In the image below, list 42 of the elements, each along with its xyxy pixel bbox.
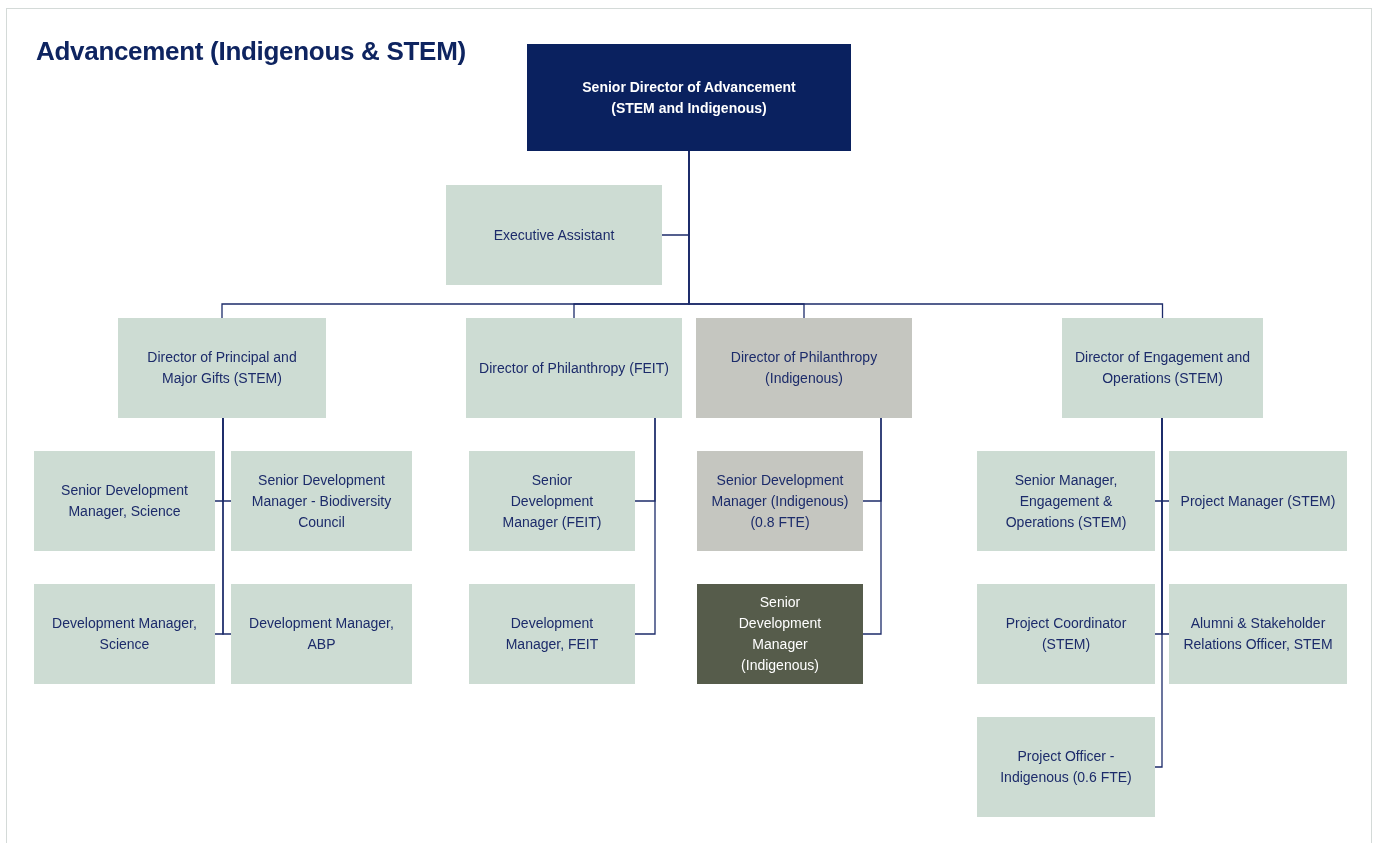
position-box — [231, 451, 412, 551]
position-box — [118, 318, 326, 418]
position-title: Director of Engagement and Operations (STEM) — [1073, 348, 1252, 388]
position-title: Senior Development Manager, Science — [60, 481, 189, 521]
position-title: Senior Development Manager (FEIT) — [501, 470, 603, 532]
connector-line — [222, 417, 232, 635]
position-title: Project Manager (STEM) — [1180, 491, 1336, 511]
position-title: Development Manager, ABP — [248, 614, 395, 654]
position-box — [34, 451, 215, 551]
position-title: Project Officer - Indigenous (0.6 FTE) — [999, 747, 1133, 787]
position-title: Director of Philanthropy (Indigenous) — [729, 348, 879, 388]
position-box — [469, 451, 635, 551]
position-title: Senior Development Manager (Indigenous) (0.8 FTE) — [710, 470, 850, 532]
position-box — [977, 717, 1155, 817]
position-box — [231, 584, 412, 684]
position-title: Alumni & Stakeholder Relations Officer, STEM — [1182, 614, 1334, 654]
chart-title: Advancement (Indigenous & STEM) — [36, 36, 466, 67]
position-box — [466, 318, 682, 418]
position-box — [527, 44, 851, 151]
position-box — [1169, 451, 1347, 551]
connector-line — [862, 417, 882, 635]
position-title: Executive Assistant — [493, 225, 615, 245]
position-title: Senior Director of Advancement (STEM and Indigenous) — [581, 77, 797, 118]
connector-line — [634, 417, 656, 635]
position-box — [446, 185, 662, 285]
position-box — [977, 584, 1155, 684]
position-box — [1169, 584, 1347, 684]
position-box — [1062, 318, 1263, 418]
position-title: Senior Manager, Engagement & Operations (STEM) — [1004, 470, 1128, 532]
position-title: Project Coordinator (STEM) — [1004, 614, 1128, 654]
position-box — [977, 451, 1155, 551]
position-title: Development Manager, Science — [51, 614, 198, 654]
position-title: Development Manager, FEIT — [504, 614, 600, 654]
position-box — [696, 318, 912, 418]
position-title: Director of Philanthropy (FEIT) — [479, 358, 669, 378]
position-box — [469, 584, 635, 684]
position-box — [697, 451, 863, 551]
position-title: Senior Development Manager (Indigenous) — [737, 593, 823, 675]
position-box — [34, 584, 215, 684]
position-title: Director of Principal and Major Gifts (STEM) — [146, 348, 298, 388]
position-box — [697, 584, 863, 684]
position-title: Senior Development Manager - Biodiversity Council — [250, 470, 393, 532]
